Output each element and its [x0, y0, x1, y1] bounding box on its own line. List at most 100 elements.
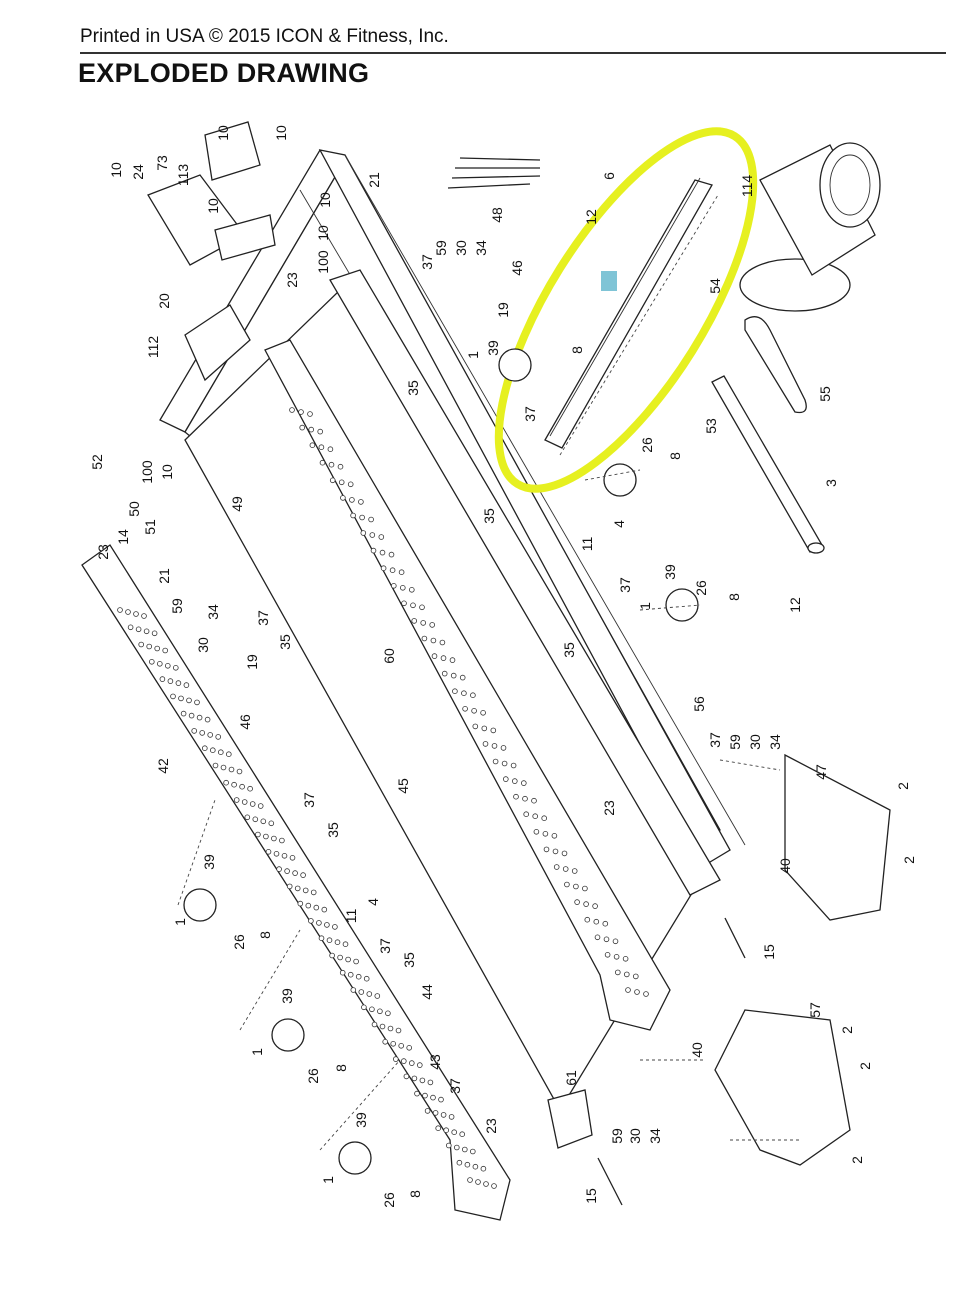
rail-hole: [456, 1159, 463, 1166]
rail-hole: [294, 885, 301, 892]
rail-hole: [614, 969, 621, 976]
rail-hole: [268, 820, 275, 827]
rail-hole: [318, 935, 325, 941]
rail-hole: [196, 714, 203, 721]
part-label-34: 34: [205, 604, 221, 620]
rail-hole: [420, 620, 427, 626]
part-label-19: 19: [244, 654, 260, 670]
rail-hole: [542, 830, 549, 837]
rail-hole: [353, 958, 359, 965]
part-label-26: 26: [231, 934, 247, 950]
part-label-60: 60: [381, 648, 397, 664]
rail-hole: [186, 697, 192, 704]
part-label-114: 114: [739, 175, 755, 198]
rail-hole: [157, 660, 163, 667]
part-label-12: 12: [787, 597, 803, 613]
part-label-54: 54: [707, 278, 723, 294]
rail-hole: [212, 762, 219, 769]
part-label-45: 45: [395, 778, 411, 794]
rail-hole: [307, 411, 313, 417]
part-label-2: 2: [849, 1156, 865, 1164]
part-label-8: 8: [257, 931, 273, 939]
rail-hole: [451, 1129, 458, 1135]
rail-hole: [379, 1023, 386, 1030]
rail-hole: [297, 900, 304, 907]
rail-hole: [450, 672, 457, 679]
part-label-113: 113: [175, 164, 191, 187]
rail-hole: [263, 833, 269, 840]
part-label-8: 8: [667, 452, 683, 460]
part-label-30: 30: [453, 240, 469, 256]
rail-hole: [215, 734, 222, 740]
rail-hole: [339, 969, 346, 976]
rail-hole: [199, 730, 206, 736]
rail-hole: [491, 743, 498, 749]
rail-hole: [207, 732, 214, 738]
rail-hole: [327, 446, 334, 453]
part-label-42: 42: [155, 758, 171, 774]
rail-hole: [612, 938, 619, 945]
rail-hole: [358, 989, 365, 995]
rail-hole: [316, 920, 322, 926]
rail-hole: [480, 1165, 487, 1172]
rail-hole: [475, 1179, 481, 1185]
rail-hole: [382, 1039, 389, 1045]
part-label-14: 14: [115, 529, 131, 545]
part-label-52: 52: [89, 454, 105, 470]
rail-hole: [247, 785, 253, 792]
part-label-37: 37: [617, 577, 633, 593]
rail-hole: [342, 941, 349, 947]
rail-hole: [622, 955, 629, 962]
part-label-35: 35: [405, 380, 421, 396]
part-label-46: 46: [237, 714, 253, 730]
part-label-37: 37: [255, 610, 271, 626]
rail-hole: [395, 1027, 402, 1034]
rail-hole: [440, 1112, 447, 1118]
rail-hole: [584, 916, 591, 923]
rail-hole: [492, 758, 499, 765]
rail-hole: [377, 1008, 383, 1015]
rail-hole: [191, 728, 198, 734]
rail-hole: [334, 939, 341, 945]
rail-hole: [374, 993, 381, 999]
rail-hole: [257, 803, 264, 809]
rail-hole: [421, 635, 428, 642]
rear-roller: [329, 269, 721, 896]
rail-hole: [138, 641, 145, 648]
rail-hole: [471, 707, 477, 714]
rail-hole: [523, 811, 529, 817]
rail-hole: [173, 664, 179, 671]
part-label-2: 2: [901, 856, 917, 864]
part-label-37: 37: [707, 732, 723, 748]
part-label-49: 49: [229, 496, 245, 512]
rail-hole: [260, 818, 267, 825]
rail-hole: [439, 639, 446, 646]
rail-hole: [231, 781, 237, 788]
rail-hole: [430, 637, 437, 644]
rail-hole: [289, 854, 296, 861]
rail-hole: [379, 549, 386, 556]
rail-hole: [410, 602, 416, 609]
rail-hole: [355, 973, 362, 980]
rail-hole: [252, 816, 259, 823]
part-label-15: 15: [583, 1188, 599, 1204]
rail-hole: [490, 727, 497, 734]
rail-hole: [361, 1004, 367, 1011]
part-label-51: 51: [142, 519, 158, 535]
part-label-39: 39: [662, 564, 678, 580]
rail-hole: [561, 850, 568, 857]
rail-hole: [643, 991, 649, 997]
rail-hole: [564, 881, 570, 888]
rail-hole: [337, 954, 343, 961]
leader-lines: [177, 469, 800, 1151]
rail-hole: [445, 1142, 452, 1149]
page-title: EXPLODED DRAWING: [78, 58, 370, 88]
rail-hole: [459, 674, 466, 681]
rail-hole: [419, 1077, 426, 1084]
rail-hole: [349, 497, 355, 503]
rail-hole: [273, 850, 280, 857]
rail-hole: [326, 937, 333, 943]
rail-hole: [228, 766, 235, 773]
rail-hole: [401, 600, 407, 607]
rail-hole: [159, 676, 166, 682]
